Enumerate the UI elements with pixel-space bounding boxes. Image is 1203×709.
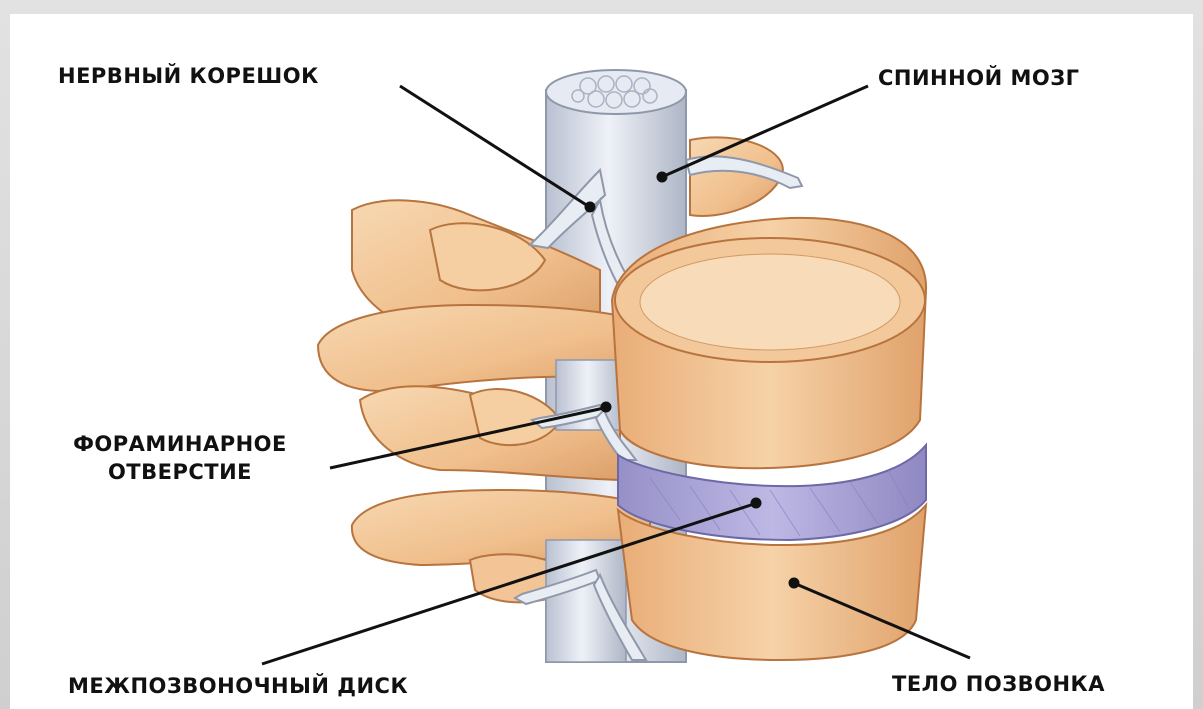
label-foramen-line2: ОТВЕРСТИЕ bbox=[40, 460, 320, 484]
label-spinal-cord: СПИННОЙ МОЗГ bbox=[878, 66, 1080, 90]
upper-vertebral-body bbox=[612, 218, 926, 468]
label-vertebral-body: ТЕЛО ПОЗВОНКА bbox=[892, 672, 1105, 696]
label-nerve-root: НЕРВНЫЙ КОРЕШОК bbox=[58, 64, 319, 88]
label-intervertebral-disc: МЕЖПОЗВОНОЧНЫЙ ДИСК bbox=[68, 674, 408, 698]
label-foramen-line1: ФОРАМИНАРНОЕ bbox=[40, 432, 320, 456]
label-foramen: ФОРАМИНАРНОЕ ОТВЕРСТИЕ bbox=[40, 432, 320, 484]
